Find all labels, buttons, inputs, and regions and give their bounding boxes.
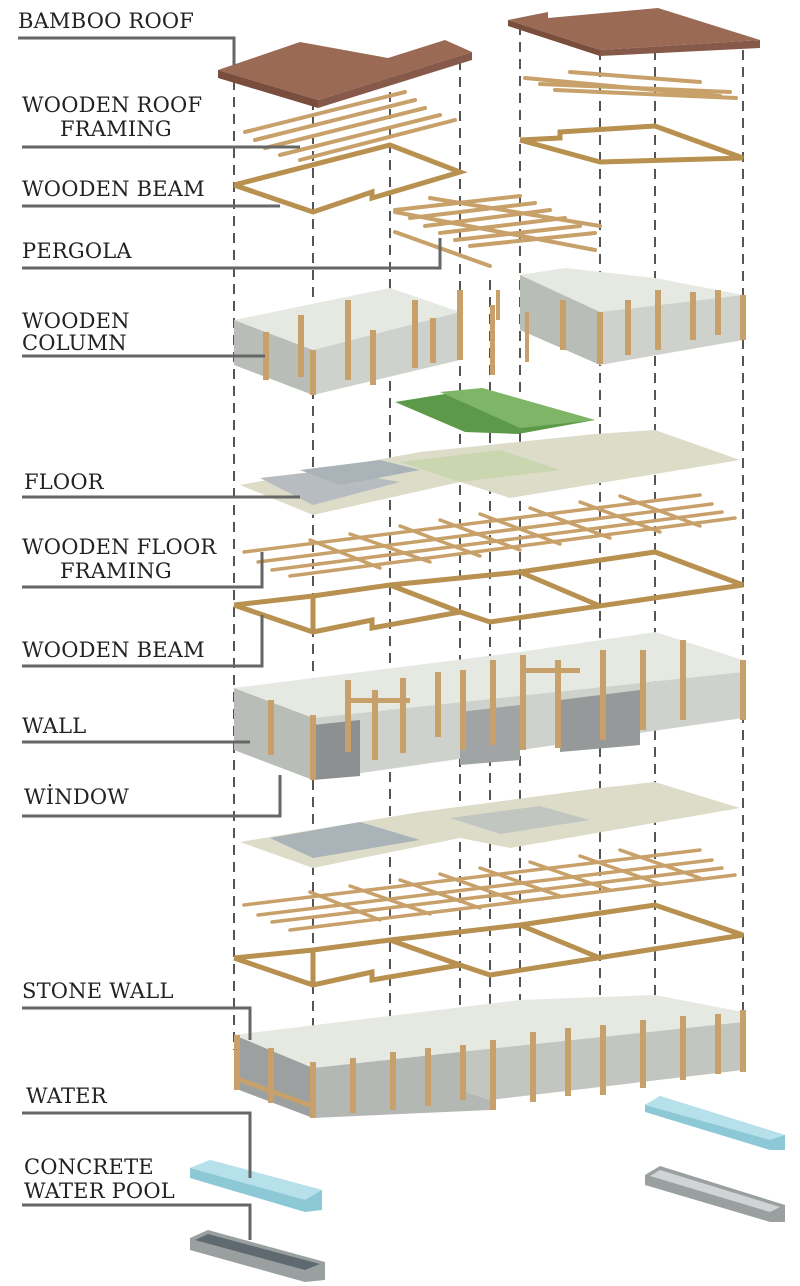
- wall-block: [234, 632, 746, 780]
- label-wooden-column-line1: WOODEN: [22, 309, 130, 333]
- water-right: [645, 1096, 785, 1150]
- leader-floor-framing: [22, 552, 264, 589]
- floor-slab-lower: [240, 782, 740, 868]
- label-wooden-roof-framing-line1: WOODEN ROOF: [22, 93, 203, 117]
- bamboo-roof-right: [508, 8, 760, 56]
- label-wooden-floor-framing-line2: FRAMING: [60, 559, 172, 583]
- label-floor: FLOOR: [24, 470, 104, 494]
- label-wooden-column-line2: COLUMN: [22, 331, 127, 355]
- leader-concrete-pool: [22, 1203, 252, 1240]
- wooden-beam-mid: [233, 549, 744, 635]
- leader-lines: [18, 36, 442, 1240]
- concrete-pool-left: [190, 1230, 325, 1282]
- wooden-roof-framing-right: [523, 70, 738, 100]
- label-bamboo-roof: BAMBOO ROOF: [18, 9, 195, 33]
- wooden-column-block-left: [234, 288, 500, 395]
- leader-stone-wall: [22, 1006, 252, 1040]
- leader-beam-mid: [22, 615, 264, 668]
- label-concrete-water-pool-line2: WATER POOL: [24, 1179, 175, 1203]
- label-pergola: PERGOLA: [22, 239, 132, 263]
- wooden-beam-lower: [233, 902, 744, 988]
- stone-wall-block: [234, 995, 746, 1118]
- label-wooden-floor-framing-line1: WOODEN FLOOR: [22, 535, 217, 559]
- concrete-pool-right: [645, 1166, 785, 1222]
- label-wooden-beam-top: WOODEN BEAM: [22, 177, 205, 201]
- leader-bamboo-roof: [18, 36, 236, 65]
- wooden-roof-framing-left: [243, 90, 457, 162]
- wooden-beam-top-right: [519, 123, 744, 165]
- label-concrete-water-pool-line1: CONCRETE: [24, 1155, 154, 1179]
- label-stone-wall: STONE WALL: [22, 979, 174, 1003]
- label-wooden-roof-framing-line2: FRAMING: [60, 117, 172, 141]
- leader-pergola: [22, 238, 442, 270]
- label-wooden-beam-mid: WOODEN BEAM: [22, 638, 205, 662]
- bamboo-roof-left: [218, 40, 472, 108]
- pergola: [393, 194, 602, 268]
- label-water: WATER: [26, 1084, 107, 1108]
- leader-window: [22, 775, 282, 818]
- leader-water: [22, 1111, 252, 1178]
- wooden-column-block-right: [520, 268, 746, 365]
- grass-patch: [395, 388, 595, 434]
- label-window: WİNDOW: [24, 785, 130, 809]
- water-left: [190, 1160, 322, 1212]
- floor-slab: [240, 430, 740, 515]
- label-wall: WALL: [22, 714, 87, 738]
- wooden-floor-framing-lower: [242, 848, 737, 932]
- wooden-beam-top-left: [233, 142, 468, 215]
- wooden-floor-framing-upper: [242, 493, 737, 578]
